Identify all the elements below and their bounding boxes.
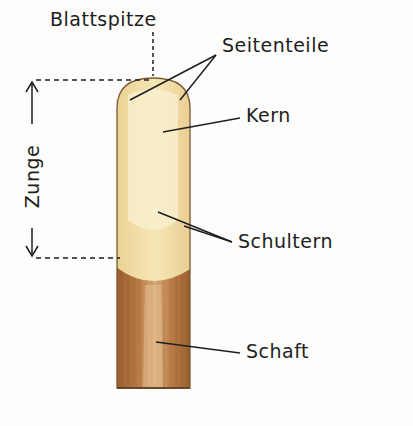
reed — [110, 70, 200, 400]
part-label: Schaft — [246, 342, 309, 361]
part-label: Schultern — [238, 232, 333, 251]
leader-lines — [130, 55, 240, 353]
part-label: Zunge — [23, 141, 42, 210]
part-label: Kern — [246, 106, 291, 125]
dimension-lines — [26, 32, 153, 258]
part-label: Blattspitze — [50, 10, 157, 29]
part-label: Seitenteile — [222, 36, 329, 55]
